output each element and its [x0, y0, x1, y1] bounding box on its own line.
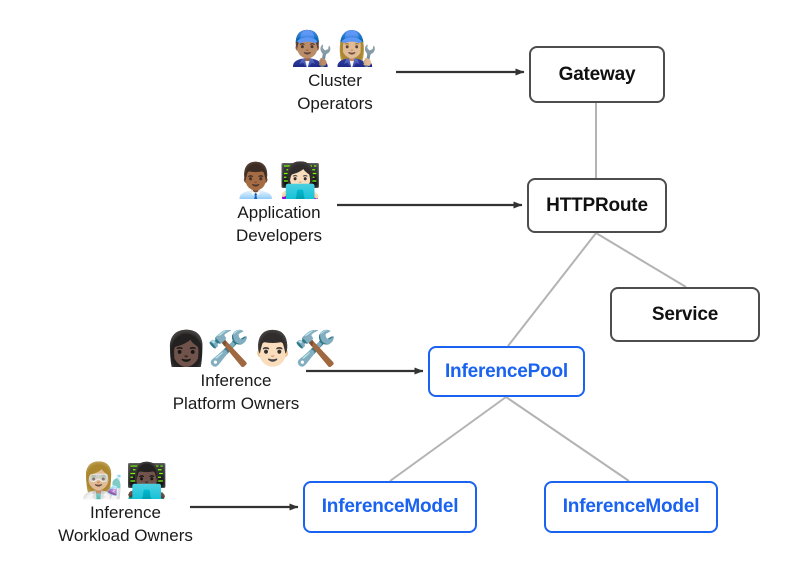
node-label: InferencePool: [444, 360, 569, 382]
actor-label-line1: Application: [237, 202, 321, 222]
actor-label-line1: Cluster: [308, 70, 362, 90]
actor-label-line1: Inference: [200, 370, 272, 390]
actor-label-line2: Platform Owners: [172, 393, 300, 413]
node-label: InferenceModel: [562, 496, 700, 517]
actor-label-line1: Inference: [90, 502, 161, 522]
relationship-edges: [389, 103, 687, 482]
man-office-worker-icon: 👨🏾‍💼👩🏻‍💻: [234, 161, 324, 201]
actor-arrows: [190, 68, 525, 511]
actor-label-line2: Workload Owners: [58, 525, 193, 545]
node-label: Service: [651, 303, 719, 325]
edge-httproute-to-inferencepool: [507, 232, 597, 347]
node-gateway[interactable]: Gateway: [529, 46, 665, 103]
node-inferencemodel-left[interactable]: InferenceModel: [303, 481, 477, 533]
actor-label-line2: Operators: [297, 93, 373, 113]
node-label: HTTPRoute: [546, 194, 648, 216]
node-label: InferenceModel: [321, 496, 459, 517]
node-label: Gateway: [558, 63, 636, 85]
man-mechanic-icon: 👨🏽‍🔧👩🏼‍🔧: [290, 29, 380, 69]
woman-construction-worker-icon: 👩🏿‍🛠️👨🏻‍🛠️: [165, 329, 339, 369]
node-httproute[interactable]: HTTPRoute: [527, 178, 667, 233]
node-service[interactable]: Service: [610, 287, 760, 342]
edge-inferencepool-to-model-left: [389, 396, 507, 482]
node-inferencemodel-right[interactable]: InferenceModel: [544, 481, 718, 533]
actor-label-line2: Developers: [236, 225, 322, 245]
woman-scientist-icon: 👩🏼‍🔬👨🏿‍💻: [81, 461, 170, 501]
edge-inferencepool-to-model-right: [505, 396, 630, 482]
edge-httproute-to-service: [595, 232, 687, 288]
node-inferencepool[interactable]: InferencePool: [428, 346, 585, 397]
